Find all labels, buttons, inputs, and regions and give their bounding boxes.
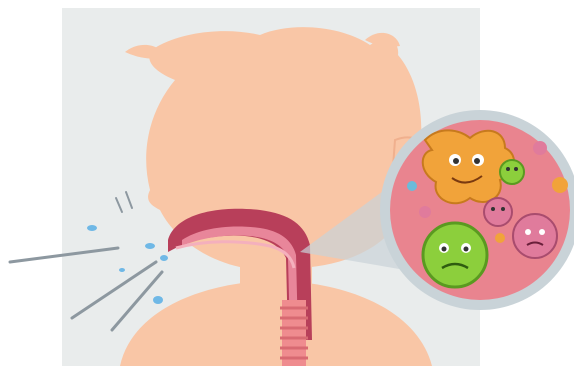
droplet-icon <box>153 296 163 304</box>
germ-green-icon <box>423 223 487 287</box>
germ-green-small-icon <box>500 160 524 184</box>
germ-pink-small-icon <box>484 198 512 226</box>
trachea-icon <box>280 300 308 366</box>
germ-tiny-icon <box>419 206 431 218</box>
germ-tiny-icon <box>407 181 417 191</box>
germ-tiny-icon <box>533 141 547 155</box>
germ-tiny-icon <box>552 177 568 193</box>
droplet-icon <box>119 268 125 272</box>
droplet-icon <box>145 243 155 249</box>
droplet-icon <box>87 225 97 231</box>
germs-magnifier-icon <box>380 110 574 310</box>
germ-tiny-icon <box>495 233 505 243</box>
droplet-icon <box>160 255 168 261</box>
germ-pink-icon <box>513 214 557 258</box>
